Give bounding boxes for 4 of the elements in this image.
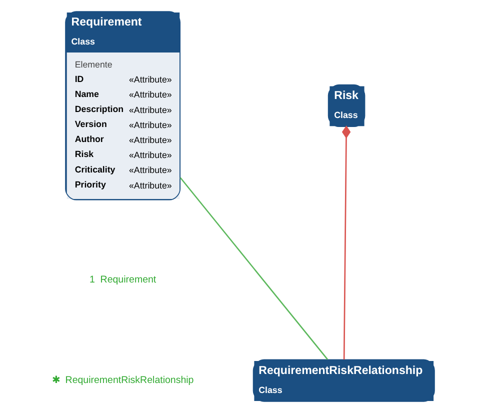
label: 1 Requirement [89, 274, 156, 286]
label: ✱ RequirementRiskRelationship [52, 375, 194, 386]
connector [180, 177, 328, 360]
connector [342, 125, 351, 360]
